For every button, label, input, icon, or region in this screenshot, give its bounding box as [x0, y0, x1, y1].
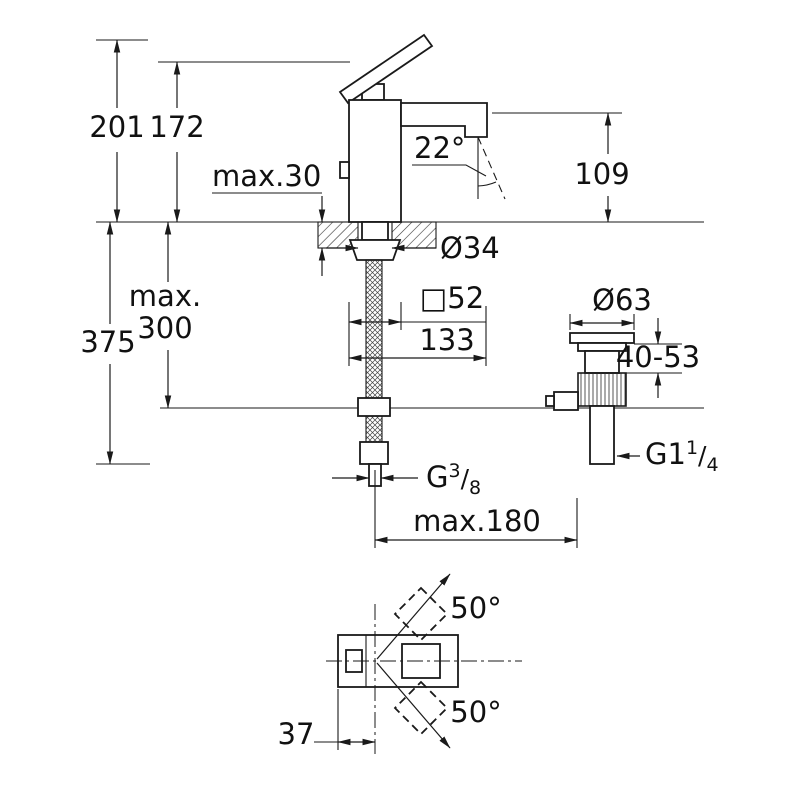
dim-spout-reach: 133: [348, 306, 487, 366]
handle-position-down: [393, 680, 449, 736]
dim-outlet-height-label: 109: [574, 157, 629, 191]
mounting-hardware: [348, 221, 402, 487]
handle-position-up: [393, 586, 449, 642]
dim-base-square: □52: [348, 281, 486, 366]
mounting-nut: [348, 239, 402, 261]
dim-deck-thickness: max.30: [212, 159, 326, 276]
faucet-body: [348, 99, 402, 223]
dim-handle-angle-down-label: 50°: [450, 695, 501, 729]
drain-tailpiece: [589, 405, 615, 465]
dim-height-to-spout: 172: [149, 61, 350, 223]
side-view: 201 172 max.30 22° 109: [80, 33, 719, 548]
pullrod-joint: [553, 391, 579, 411]
lever-handle: [338, 33, 434, 105]
dim-front-offset: 37: [278, 689, 376, 751]
dim-waste-diameter: Ø63: [569, 283, 652, 330]
dim-hose-length-label2: 300: [137, 311, 192, 345]
angle-arc: [477, 181, 497, 187]
dim-hose-length: max. 300: [129, 221, 201, 409]
dim-waste-diameter-label: Ø63: [592, 283, 652, 317]
dim-supply-thread: G3/8: [332, 460, 481, 499]
pullrod-tip: [545, 395, 555, 407]
top-view: 50° 50° 37: [278, 573, 522, 754]
dim-front-offset-label: 37: [278, 717, 315, 751]
dim-waste-deck-range-label: 40-53: [616, 340, 700, 374]
dim-supply-thread-label: G3/8: [426, 460, 481, 499]
drain-neck: [584, 350, 620, 374]
dim-base-square-label: □52: [420, 281, 484, 315]
dim-waste-thread: G11/4: [616, 437, 719, 476]
mounting-shank: [361, 221, 389, 241]
dim-total-height-label: 201: [89, 110, 144, 144]
dim-total-height: 201: [89, 39, 148, 223]
drain-assembly: [545, 332, 635, 465]
dim-hose-length-label1: max.: [129, 279, 201, 313]
dim-hole-diameter: Ø34: [326, 231, 500, 265]
dim-height-to-spout-label: 172: [149, 110, 204, 144]
dim-total-depth-label: 375: [80, 325, 135, 359]
dim-deck-thickness-label: max.30: [212, 159, 321, 193]
drain-knurled-nut: [577, 372, 627, 407]
faucet: [338, 33, 506, 223]
dim-spout-angle-label: 22°: [414, 131, 465, 165]
dim-outlet-height: 109: [492, 112, 630, 223]
dim-waste-offset: max.180: [374, 470, 578, 548]
dim-handle-angle-up-label: 50°: [450, 591, 501, 625]
dim-waste-thread-label: G11/4: [645, 437, 719, 476]
dim-waste-offset-label: max.180: [413, 504, 541, 538]
dim-hole-diameter-label: Ø34: [440, 231, 500, 265]
hose-connector: [359, 441, 389, 465]
hose-fitting: [357, 397, 391, 417]
water-stream: [477, 136, 506, 200]
dim-spout-angle: 22°: [412, 131, 487, 177]
dim-spout-reach-label: 133: [419, 323, 474, 357]
swing-line-down: [376, 662, 451, 749]
dim-waste-deck-range: 40-53: [616, 318, 700, 398]
dim-total-depth: 375: [80, 221, 150, 465]
swing-line-up: [376, 573, 451, 660]
body-side-knob: [339, 161, 350, 179]
spout: [400, 102, 488, 138]
